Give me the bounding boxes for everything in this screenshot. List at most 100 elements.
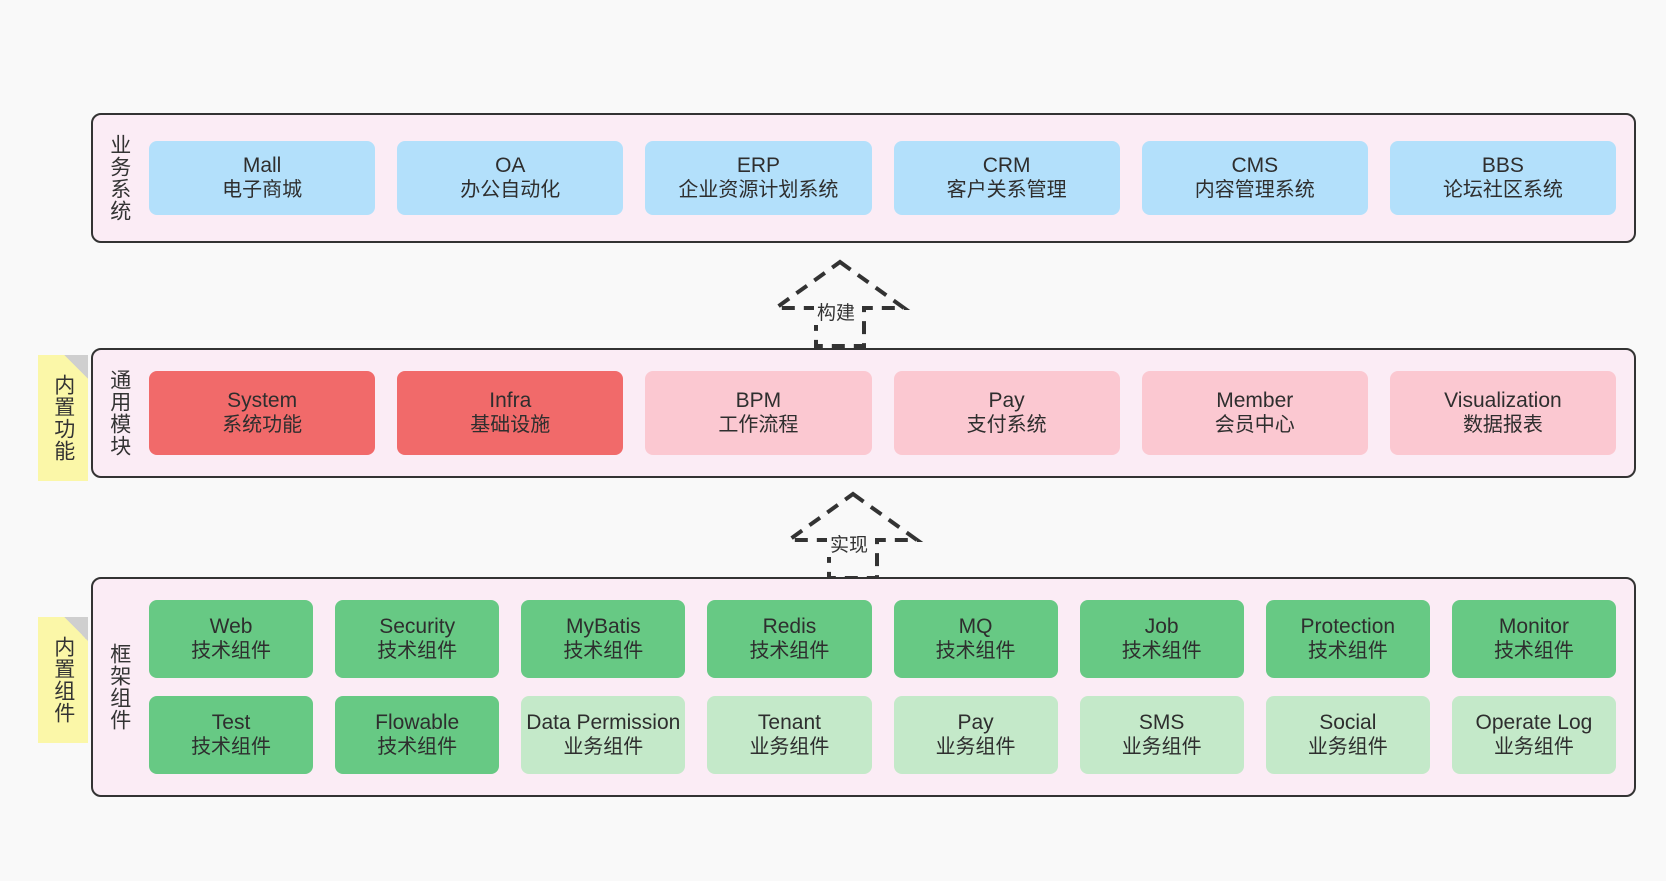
node-title: System bbox=[227, 388, 298, 412]
node-redis[interactable]: Redis 技术组件 bbox=[707, 600, 872, 678]
node-pay-module[interactable]: Pay 支付系统 bbox=[893, 371, 1120, 455]
node-security[interactable]: Security 技术组件 bbox=[335, 600, 500, 678]
layer-body-framework-components: Web 技术组件 Security 技术组件 MyBatis 技术组件 Redi… bbox=[145, 579, 1634, 795]
node-subtitle: 客户关系管理 bbox=[946, 179, 1067, 202]
node-bbs[interactable]: BBS 论坛社区系统 bbox=[1389, 141, 1617, 215]
node-subtitle: 会员中心 bbox=[1214, 414, 1295, 437]
node-subtitle: 论坛社区系统 bbox=[1442, 179, 1563, 202]
node-oa[interactable]: OA 办公自动化 bbox=[397, 141, 624, 215]
connector-implement: 实现 bbox=[765, 490, 941, 580]
node-infra[interactable]: Infra 基础设施 bbox=[397, 371, 624, 455]
node-title: Monitor bbox=[1498, 614, 1569, 638]
node-subtitle: 电子商城 bbox=[222, 179, 303, 202]
node-subtitle: 技术组件 bbox=[191, 736, 272, 759]
layer-body-common-modules: System 系统功能 Infra 基础设施 BPM 工作流程 Pay 支付系统… bbox=[145, 350, 1634, 476]
node-subtitle: 系统功能 bbox=[222, 414, 303, 437]
node-subtitle: 技术组件 bbox=[191, 640, 272, 663]
node-title: Web bbox=[209, 614, 253, 638]
node-subtitle: 业务组件 bbox=[1307, 736, 1388, 759]
sticky-note-label: 内置功能 bbox=[51, 374, 75, 462]
node-cms[interactable]: CMS 内容管理系统 bbox=[1141, 141, 1368, 215]
node-title: Operate Log bbox=[1475, 710, 1593, 734]
node-protection[interactable]: Protection 技术组件 bbox=[1265, 600, 1430, 678]
node-subtitle: 基础设施 bbox=[470, 414, 551, 437]
node-title: Flowable bbox=[375, 710, 460, 734]
layer-title-business-systems: 业务系统 bbox=[107, 134, 131, 222]
node-social[interactable]: Social 业务组件 bbox=[1265, 696, 1430, 774]
node-job[interactable]: Job 技术组件 bbox=[1079, 600, 1244, 678]
node-title: Mall bbox=[242, 153, 282, 177]
node-title: MyBatis bbox=[565, 614, 641, 638]
node-title: MQ bbox=[958, 614, 993, 638]
layer-title-framework-components: 框架组件 bbox=[107, 643, 131, 731]
node-pay-component[interactable]: Pay 业务组件 bbox=[893, 696, 1058, 774]
connector-label: 实现 bbox=[827, 530, 872, 557]
node-bpm[interactable]: BPM 工作流程 bbox=[645, 371, 872, 455]
node-subtitle: 技术组件 bbox=[377, 640, 458, 663]
layer-framework-components: 框架组件 Web 技术组件 Security 技术组件 MyBatis 技术组件… bbox=[91, 577, 1636, 797]
node-mybatis[interactable]: MyBatis 技术组件 bbox=[521, 600, 686, 678]
node-subtitle: 技术组件 bbox=[563, 640, 644, 663]
connector-build: 构建 bbox=[752, 258, 928, 348]
sticky-note-builtin-components: 内置组件 bbox=[38, 617, 88, 743]
dashed-hollow-arrow-up-icon bbox=[769, 259, 911, 348]
node-title: Tenant bbox=[757, 710, 821, 734]
node-title: BBS bbox=[1481, 153, 1524, 177]
node-title: Social bbox=[1319, 710, 1377, 734]
folded-corner-icon bbox=[64, 617, 88, 641]
node-subtitle: 技术组件 bbox=[1121, 640, 1202, 663]
node-sms[interactable]: SMS 业务组件 bbox=[1079, 696, 1244, 774]
node-subtitle: 办公自动化 bbox=[460, 179, 561, 202]
node-title: Visualization bbox=[1444, 388, 1562, 412]
node-web[interactable]: Web 技术组件 bbox=[149, 600, 314, 678]
node-mall[interactable]: Mall 电子商城 bbox=[149, 141, 376, 215]
node-subtitle: 业务组件 bbox=[563, 736, 644, 759]
node-title: Protection bbox=[1300, 614, 1396, 638]
layer-body-business-systems: Mall 电子商城 OA 办公自动化 ERP 企业资源计划系统 CRM 客户关系… bbox=[145, 115, 1634, 241]
node-row: System 系统功能 Infra 基础设施 BPM 工作流程 Pay 支付系统… bbox=[149, 371, 1617, 455]
node-flowable[interactable]: Flowable 技术组件 bbox=[335, 696, 500, 774]
node-title: BPM bbox=[735, 388, 782, 412]
node-title: Job bbox=[1144, 614, 1179, 638]
node-subtitle: 工作流程 bbox=[718, 414, 799, 437]
node-title: SMS bbox=[1138, 710, 1185, 734]
node-title: ERP bbox=[736, 153, 781, 177]
node-title: Redis bbox=[762, 614, 817, 638]
node-title: Pay bbox=[957, 710, 994, 734]
node-data-permission[interactable]: Data Permission 业务组件 bbox=[521, 696, 686, 774]
node-system[interactable]: System 系统功能 bbox=[149, 371, 376, 455]
node-title: Test bbox=[211, 710, 251, 734]
node-subtitle: 内容管理系统 bbox=[1194, 179, 1315, 202]
node-subtitle: 业务组件 bbox=[749, 736, 830, 759]
node-row: Test 技术组件 Flowable 技术组件 Data Permission … bbox=[149, 696, 1616, 774]
node-subtitle: 企业资源计划系统 bbox=[678, 179, 839, 202]
node-subtitle: 技术组件 bbox=[935, 640, 1016, 663]
layer-title-common-modules: 通用模块 bbox=[107, 369, 131, 457]
node-visualization[interactable]: Visualization 数据报表 bbox=[1389, 371, 1617, 455]
node-tenant[interactable]: Tenant 业务组件 bbox=[707, 696, 872, 774]
node-subtitle: 支付系统 bbox=[966, 414, 1047, 437]
node-subtitle: 技术组件 bbox=[749, 640, 830, 663]
node-monitor[interactable]: Monitor 技术组件 bbox=[1451, 600, 1616, 678]
sticky-note-label: 内置组件 bbox=[51, 636, 75, 724]
node-subtitle: 数据报表 bbox=[1462, 414, 1543, 437]
node-subtitle: 业务组件 bbox=[1493, 736, 1574, 759]
node-title: Infra bbox=[489, 388, 532, 412]
node-erp[interactable]: ERP 企业资源计划系统 bbox=[645, 141, 872, 215]
node-member[interactable]: Member 会员中心 bbox=[1141, 371, 1368, 455]
node-title: OA bbox=[495, 153, 526, 177]
node-crm[interactable]: CRM 客户关系管理 bbox=[893, 141, 1120, 215]
node-title: CMS bbox=[1231, 153, 1279, 177]
node-operate-log[interactable]: Operate Log 业务组件 bbox=[1451, 696, 1616, 774]
node-title: Member bbox=[1216, 388, 1294, 412]
node-mq[interactable]: MQ 技术组件 bbox=[893, 600, 1058, 678]
node-row: Web 技术组件 Security 技术组件 MyBatis 技术组件 Redi… bbox=[149, 600, 1616, 678]
node-title: CRM bbox=[982, 153, 1031, 177]
node-subtitle: 技术组件 bbox=[377, 736, 458, 759]
node-subtitle: 业务组件 bbox=[935, 736, 1016, 759]
layer-common-modules: 通用模块 System 系统功能 Infra 基础设施 BPM 工作流程 Pay… bbox=[91, 348, 1636, 478]
node-title: Pay bbox=[988, 388, 1025, 412]
node-test[interactable]: Test 技术组件 bbox=[149, 696, 314, 774]
node-title: Security bbox=[379, 614, 456, 638]
